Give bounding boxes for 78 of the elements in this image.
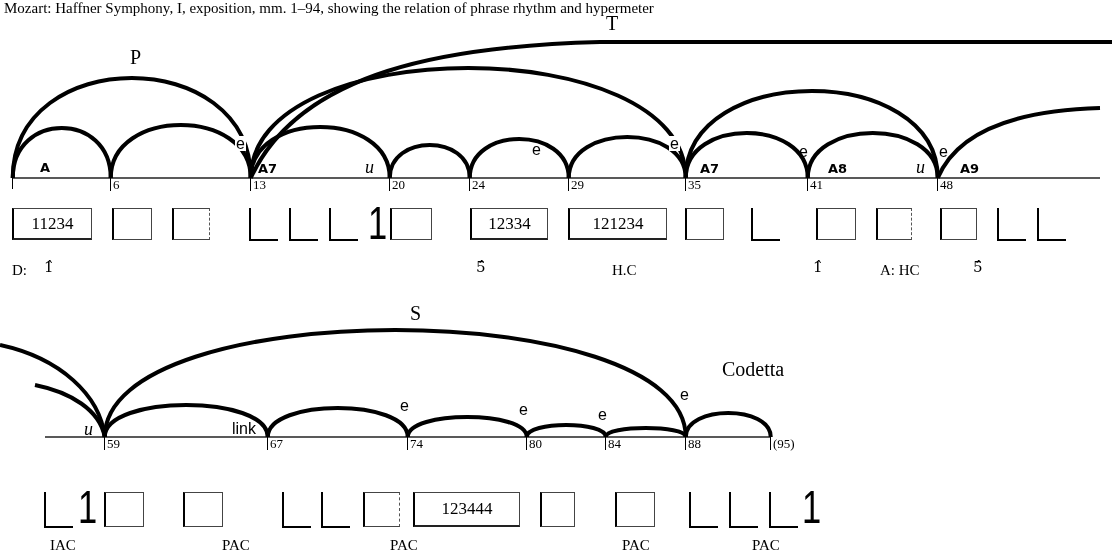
phrase-letter: A7 xyxy=(700,161,720,176)
hypermeter-box xyxy=(390,208,432,240)
measure-number: 13 xyxy=(250,178,266,191)
phrase-arc xyxy=(102,403,270,438)
upbeat-mark: u xyxy=(84,419,93,440)
hypermeter-box xyxy=(540,492,575,527)
phrase-arc xyxy=(524,423,608,438)
cadence-label: PAC xyxy=(390,537,418,554)
phrase-letter: A7 xyxy=(258,161,278,176)
hypermeter-box xyxy=(183,492,223,527)
hypermeter-one: 1 xyxy=(802,484,822,530)
phrase-arc xyxy=(248,125,392,179)
key-label: D: xyxy=(12,262,27,279)
elision-mark: e xyxy=(680,386,689,404)
cadence-label: IAC xyxy=(50,537,76,554)
phrase-arc xyxy=(467,137,571,179)
scale-degree: 5̂ xyxy=(476,258,486,276)
elision-mark: e xyxy=(939,143,948,161)
measure-number: 74 xyxy=(407,437,423,450)
scale-degree: 5̂ xyxy=(973,258,983,276)
hypermeter-one: 1 xyxy=(368,200,388,246)
phrase-arc xyxy=(935,106,1101,179)
cadence-label: H.C xyxy=(612,262,637,279)
measure-number: 41 xyxy=(807,178,823,191)
measure-number: 6 xyxy=(110,178,120,191)
elision-mark: e xyxy=(532,141,541,159)
elision-mark: e xyxy=(400,397,409,415)
phrase-arc xyxy=(683,131,810,179)
hypermeter-box xyxy=(816,208,856,240)
measure-number: 24 xyxy=(469,178,485,191)
link-label: link xyxy=(232,420,256,438)
cadence-label: PAC xyxy=(222,537,250,554)
hypermeter-box: 11234 xyxy=(12,208,92,240)
upbeat-mark: u xyxy=(365,157,374,178)
phrase-arc xyxy=(34,383,107,438)
hypermeter-box xyxy=(172,208,210,240)
phrase-arc xyxy=(566,135,688,179)
measure-number: 80 xyxy=(526,437,542,450)
elision-mark: e xyxy=(235,136,246,151)
phrase-letter: A9 xyxy=(960,161,980,176)
phrase-arc xyxy=(387,143,472,179)
hypermeter-box xyxy=(112,208,152,240)
measure-number: 20 xyxy=(389,178,405,191)
elision-mark: e xyxy=(669,136,680,151)
measure-number: 29 xyxy=(568,178,584,191)
phrase-arc xyxy=(683,411,773,438)
hypermeter-box xyxy=(615,492,655,527)
upbeat-mark: u xyxy=(916,157,925,178)
hypermeter-box xyxy=(940,208,977,240)
hypermeter-box xyxy=(876,208,912,240)
phrase-arc xyxy=(249,40,1112,179)
phrase-letter: A xyxy=(40,160,51,175)
phrase-arc xyxy=(10,126,113,179)
measure-number: 48 xyxy=(937,178,953,191)
phrase-letter: A8 xyxy=(828,161,848,176)
cadence-label: PAC xyxy=(752,537,780,554)
hypermeter-box: 12334 xyxy=(470,208,548,240)
hypermeter-box xyxy=(363,492,400,527)
measure-number: 35 xyxy=(685,178,701,191)
measure-number: 59 xyxy=(104,437,120,450)
cadence-label: A: HC xyxy=(880,262,920,279)
elision-mark: e xyxy=(598,406,607,424)
measure-number: 88 xyxy=(685,437,701,450)
phrase-arc xyxy=(405,415,529,438)
hypermeter-box xyxy=(104,492,144,527)
hypermeter-box: 121234 xyxy=(568,208,667,240)
scale-degree: 1̂ xyxy=(44,258,54,276)
measure-number: 67 xyxy=(267,437,283,450)
hypermeter-box: 123444 xyxy=(413,492,520,527)
scale-degree: 1̂ xyxy=(813,258,823,276)
cadence-label: PAC xyxy=(622,537,650,554)
measure-number: (95) xyxy=(770,437,795,450)
elision-mark: e xyxy=(519,401,528,419)
phrase-arc xyxy=(265,406,410,438)
measure-tick xyxy=(12,178,13,189)
hypermeter-box xyxy=(685,208,724,240)
hypermeter-one: 1 xyxy=(78,484,98,530)
measure-number: 84 xyxy=(605,437,621,450)
